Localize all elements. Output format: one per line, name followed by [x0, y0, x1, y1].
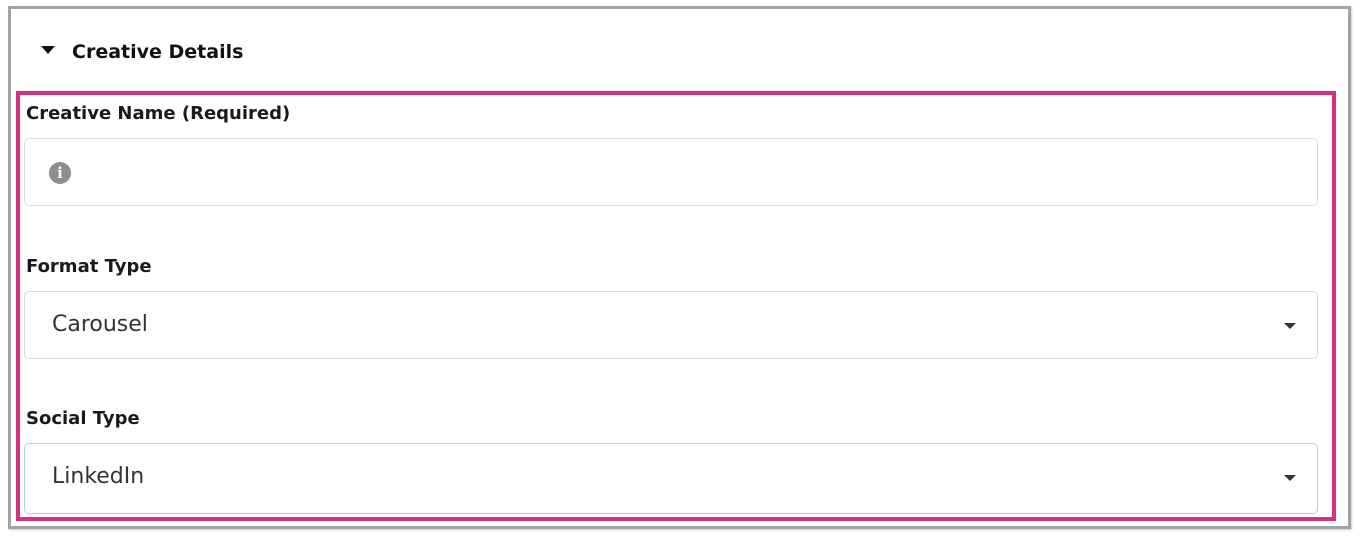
social-type-label: Social Type [26, 408, 140, 429]
highlighted-fields-region: Creative Name (Required) i Format Type C… [16, 91, 1336, 521]
creative-name-label: Creative Name (Required) [26, 103, 291, 124]
format-type-value: Carousel [52, 312, 148, 337]
chevron-down-icon [1284, 475, 1296, 481]
chevron-down-icon [1284, 323, 1296, 329]
caret-down-icon [41, 46, 55, 54]
creative-details-panel: Creative Details [8, 6, 1351, 529]
creative-name-input[interactable]: i [24, 138, 1318, 206]
creative-details-toggle[interactable]: Creative Details [41, 41, 243, 63]
social-type-value: LinkedIn [52, 464, 145, 489]
info-icon[interactable]: i [49, 162, 71, 184]
format-type-label: Format Type [26, 256, 152, 277]
format-type-select[interactable]: Carousel [24, 291, 1318, 359]
social-type-select[interactable]: LinkedIn [24, 443, 1318, 514]
section-title: Creative Details [72, 41, 244, 63]
